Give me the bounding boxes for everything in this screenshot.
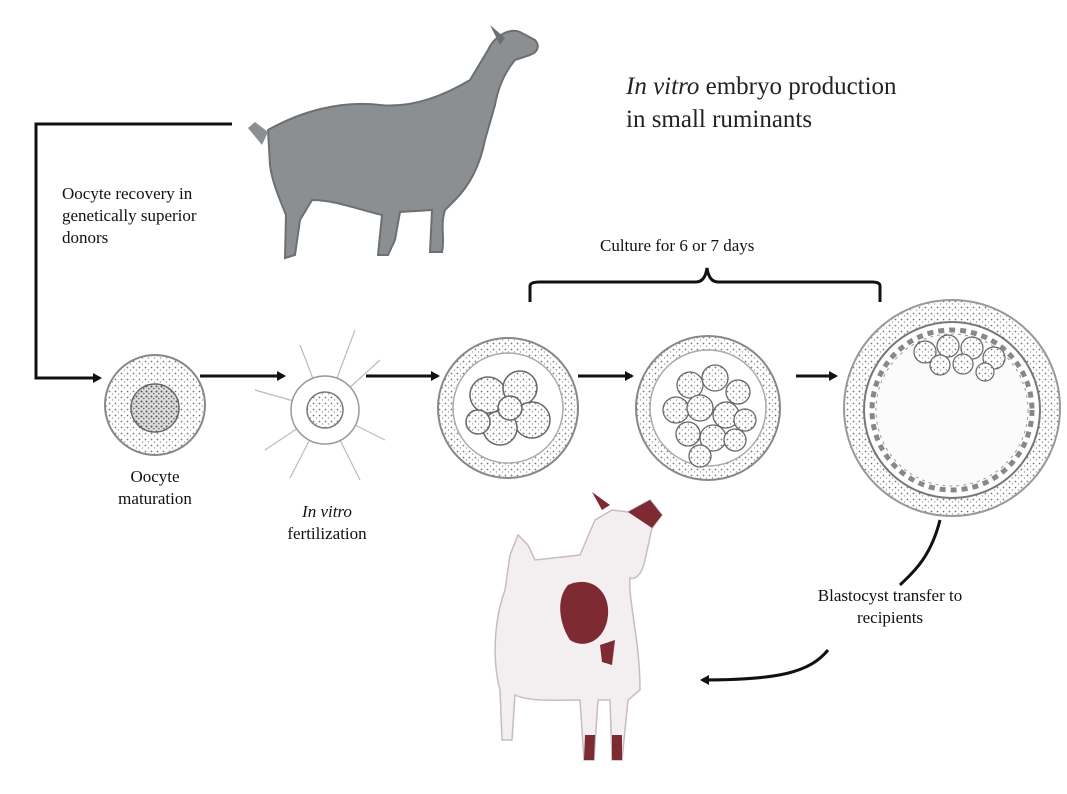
oocyte-recovery-line1: Oocyte recovery in [62,183,197,205]
morula-image [636,336,780,480]
transfer-arrow [702,650,828,680]
oocyte-maturation-label: Oocyte maturation [100,466,210,510]
blastocyst-transfer-line1: Blastocyst transfer to [780,585,1000,607]
cleavage-embryo-image [438,338,578,478]
blastocyst-transfer-line2: recipients [780,607,1000,629]
diagram-title: In vitro embryo production in small rumi… [626,70,897,136]
fertilized-oocyte-image [255,330,385,480]
title-italic: In vitro [626,73,699,100]
culture-label: Culture for 6 or 7 days [600,235,754,257]
transfer-line [900,520,940,585]
blastocyst-transfer-label: Blastocyst transfer to recipients [780,585,1000,629]
ivf-italic: In vitro [302,502,352,521]
oocyte-image [105,355,205,455]
blastocyst-image [844,300,1060,516]
recovery-path-arrow [36,124,232,378]
title-line1-rest: embryo production [699,73,896,100]
oocyte-recovery-label: Oocyte recovery in genetically superior … [62,183,197,249]
oocyte-maturation-line2: maturation [100,488,210,510]
oocyte-recovery-line3: donors [62,227,197,249]
recipient-goat-image [495,492,662,760]
title-line2: in small ruminants [626,103,897,136]
oocyte-maturation-line1: Oocyte [100,466,210,488]
culture-brace [530,268,880,302]
oocyte-recovery-line2: genetically superior [62,205,197,227]
donor-goat-image [248,25,538,258]
ivf-rest: fertilization [262,523,392,545]
ivf-label: In vitro fertilization [262,501,392,545]
